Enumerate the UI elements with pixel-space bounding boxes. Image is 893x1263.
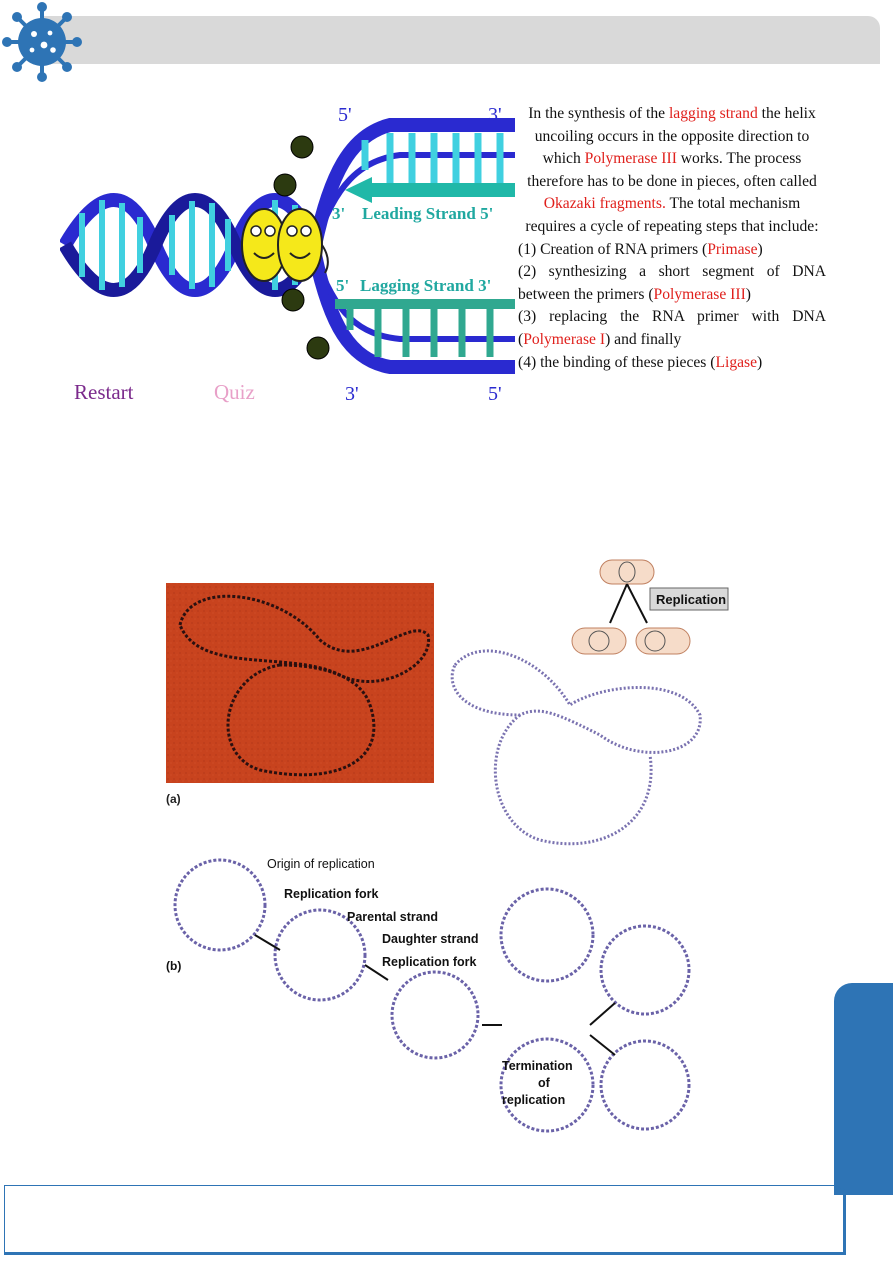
header-bar (40, 16, 880, 64)
daughter-strand-label: Daughter strand (382, 932, 479, 946)
step-1: (1) Creation of RNA primers (Primase) (518, 240, 763, 258)
termination-label-2: of (538, 1076, 551, 1090)
step-2: (2) synthesizing a short segment of DNA … (518, 263, 826, 303)
label-5-top-left: 5' (338, 104, 352, 126)
step-3: (3) replacing the RNA primer with DNA (P… (518, 308, 826, 348)
theta-molecule (450, 649, 702, 846)
lagging-strand-label: Lagging Strand 3' (360, 276, 491, 295)
leading-arrow (345, 177, 515, 203)
fork-label-2: Replication fork (382, 955, 477, 969)
restart-link[interactable]: Restart (74, 380, 134, 404)
leading-3-label: 3' (332, 204, 345, 223)
parental-strand-label: Parental strand (347, 910, 438, 924)
termination-label-1: Termination (502, 1059, 573, 1073)
quiz-link[interactable]: Quiz (214, 380, 255, 404)
label-3-bottom-left: 3' (345, 383, 359, 405)
virus-icon (2, 2, 82, 82)
cell-division-schematic: Replication (571, 559, 729, 655)
origin-label: Origin of replication (267, 857, 375, 871)
side-tab (834, 983, 893, 1195)
helicase-smileys (241, 208, 329, 282)
label-3-top-right: 3' (488, 104, 502, 126)
double-helix (60, 193, 322, 297)
leading-strand-label: Leading Strand 5' (362, 204, 493, 223)
description-text: In the synthesis of the lagging strand t… (518, 103, 826, 374)
bottom-note-box (4, 1185, 846, 1255)
panel-a-label: (a) (166, 792, 181, 806)
label-5-bottom-right: 5' (488, 383, 502, 405)
bacterial-replication-figure: (a) Replication Origin of replication (166, 559, 729, 1133)
fork-label-1: Replication fork (284, 887, 379, 901)
termination-label-3: replication (502, 1093, 565, 1107)
replication-stages (173, 858, 691, 1133)
lagging-5-label: 5' (336, 276, 349, 295)
micrograph (166, 583, 434, 783)
step-4: (4) the binding of these pieces (Ligase) (518, 353, 763, 371)
replication-fork-diagram: 5' 3' 3' 5' 3' Leading Strand 5' 5' Lagg… (60, 104, 515, 405)
intro-paragraph: In the synthesis of the lagging strand t… (525, 105, 819, 235)
panel-b-label: (b) (166, 959, 181, 973)
replication-box-label: Replication (656, 592, 726, 607)
